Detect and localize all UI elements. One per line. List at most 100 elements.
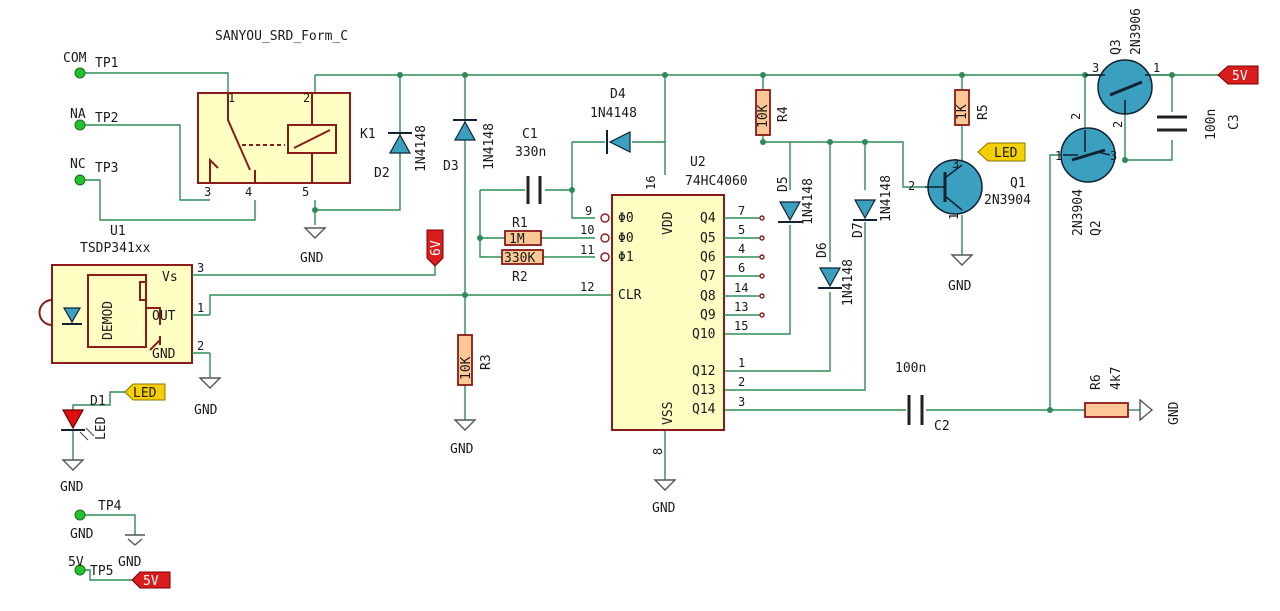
relay-k1: 1 2 3 4 5 K1	[197, 91, 376, 199]
tp1-ref: TP1	[95, 56, 118, 71]
svg-text:2: 2	[908, 179, 915, 193]
svg-text:R4: R4	[776, 106, 791, 122]
svg-text:Q10: Q10	[692, 327, 715, 342]
resistor-r5: 1K R5	[954, 89, 991, 126]
diode-d5: D5 1N4148	[776, 176, 816, 225]
svg-text:7: 7	[738, 204, 745, 218]
svg-text:9: 9	[585, 204, 592, 218]
svg-text:12: 12	[580, 280, 594, 294]
svg-text:GND: GND	[948, 279, 972, 294]
testpoint-tp3: NC TP3	[70, 157, 118, 186]
svg-text:D2: D2	[374, 166, 390, 181]
transistor-q1: Q1 2N3904 2 3 1	[908, 157, 1031, 220]
ground-u1: GND	[194, 377, 222, 418]
svg-text:GND: GND	[300, 251, 324, 266]
svg-text:1N4148: 1N4148	[801, 178, 816, 225]
wires	[72, 72, 1218, 581]
svg-text:1N4148: 1N4148	[414, 125, 429, 172]
svg-text:4: 4	[738, 242, 745, 256]
svg-text:C2: C2	[934, 419, 950, 434]
svg-text:5V: 5V	[1232, 69, 1248, 84]
testpoint-tp1: COM TP1	[63, 51, 118, 79]
resistor-r1: 1M R1	[504, 216, 542, 247]
k1-pin1: 1	[228, 91, 235, 105]
u1-ref: U1	[110, 224, 126, 239]
svg-text:14: 14	[734, 281, 748, 295]
ground-k1: GND	[300, 227, 327, 266]
svg-text:D5: D5	[776, 176, 791, 192]
tp3-ref: TP3	[95, 161, 118, 176]
resistor-r2: 330K R2	[501, 249, 544, 285]
svg-text:Q4: Q4	[700, 211, 716, 226]
tp2-ref: TP2	[95, 111, 118, 126]
svg-text:Q2: Q2	[1089, 220, 1104, 236]
title-label: SANYOU_SRD_Form_C	[215, 29, 348, 44]
capacitor-c2: 100n C2	[895, 361, 950, 434]
svg-text:2N3906: 2N3906	[1129, 8, 1144, 55]
svg-text:13: 13	[734, 300, 748, 314]
svg-text:GND: GND	[60, 480, 84, 495]
svg-text:330K: 330K	[504, 251, 535, 266]
svg-text:2: 2	[738, 375, 745, 389]
svg-text:VDD: VDD	[661, 211, 676, 235]
svg-text:R3: R3	[479, 354, 494, 370]
svg-text:1K: 1K	[955, 104, 970, 120]
testpoint-tp5: 5V TP5 GND	[68, 555, 142, 579]
svg-text:1N4148: 1N4148	[841, 259, 856, 306]
u1-part: TSDP341xx	[80, 241, 151, 256]
svg-text:5: 5	[738, 223, 745, 237]
svg-text:6: 6	[738, 261, 745, 275]
svg-text:3: 3	[952, 157, 959, 171]
svg-text:Q13: Q13	[692, 383, 715, 398]
svg-text:1: 1	[947, 213, 961, 220]
tp3-net: NC	[70, 157, 86, 172]
ground-u2: GND	[652, 479, 677, 516]
svg-text:R5: R5	[976, 104, 991, 120]
tp4-net: GND	[70, 527, 94, 542]
ground-q1: GND	[948, 254, 974, 294]
svg-text:100n: 100n	[1204, 109, 1219, 140]
led-d1: LED D1 LED	[61, 383, 166, 441]
label-6v: 6V	[426, 229, 444, 267]
svg-text:16: 16	[644, 176, 658, 190]
svg-text:GND: GND	[152, 347, 176, 362]
svg-text:10K: 10K	[459, 356, 474, 380]
svg-text:15: 15	[734, 319, 748, 333]
svg-text:1N4148: 1N4148	[879, 175, 894, 222]
counter-u2: U2 74HC4060 16 VDD VSS 8 9 Φ̄0 10 Φ0 11 …	[580, 155, 765, 455]
svg-text:3: 3	[1092, 61, 1099, 75]
svg-text:Q5: Q5	[700, 231, 716, 246]
svg-text:R1: R1	[512, 216, 528, 231]
tp5-net: 5V	[68, 555, 84, 570]
svg-text:2N3904: 2N3904	[984, 193, 1031, 208]
resistor-r3: 10K R3	[457, 334, 494, 386]
svg-text:VSS: VSS	[661, 402, 676, 425]
capacitor-c1: C1 330n	[515, 127, 546, 204]
svg-text:C1: C1	[522, 127, 538, 142]
svg-text:1N4148: 1N4148	[482, 123, 497, 170]
diode-d7: D7 1N4148	[851, 175, 894, 238]
svg-text:100n: 100n	[895, 361, 926, 376]
svg-text:OUT: OUT	[152, 309, 176, 324]
svg-text:330n: 330n	[515, 145, 546, 160]
svg-text:Φ1: Φ1	[618, 250, 634, 265]
svg-text:11: 11	[580, 243, 594, 257]
svg-text:1: 1	[197, 301, 204, 315]
svg-text:1N4148: 1N4148	[590, 106, 637, 121]
tp4-ground-icon	[125, 534, 145, 546]
svg-text:LED: LED	[994, 146, 1018, 161]
tp5-gnd-label: GND	[118, 555, 142, 570]
resistor-r6: R6 4k7	[1084, 367, 1129, 418]
svg-text:D6: D6	[815, 242, 830, 258]
svg-text:D1: D1	[90, 394, 106, 409]
svg-text:6V: 6V	[429, 240, 444, 256]
ground-r6: GND	[1139, 398, 1182, 425]
ground-d1: GND	[60, 459, 85, 495]
label-led-q1: LED	[977, 142, 1026, 162]
svg-text:2: 2	[1069, 113, 1083, 120]
tp5-ref: TP5	[90, 564, 113, 579]
tp4-ref: TP4	[98, 499, 122, 514]
svg-text:GND: GND	[652, 501, 676, 516]
svg-text:Q1: Q1	[1010, 176, 1026, 191]
